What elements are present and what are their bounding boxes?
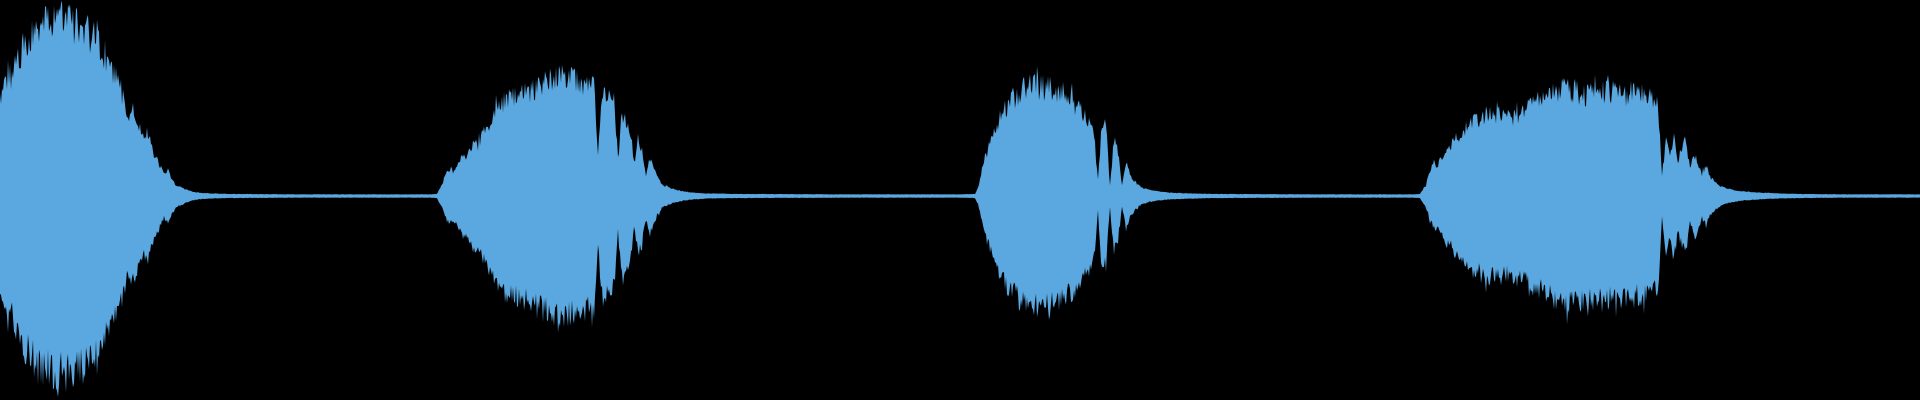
waveform-canvas[interactable] <box>0 0 1920 400</box>
audio-waveform-viewer[interactable] <box>0 0 1920 400</box>
waveform-amplitude-shape <box>0 0 1920 398</box>
